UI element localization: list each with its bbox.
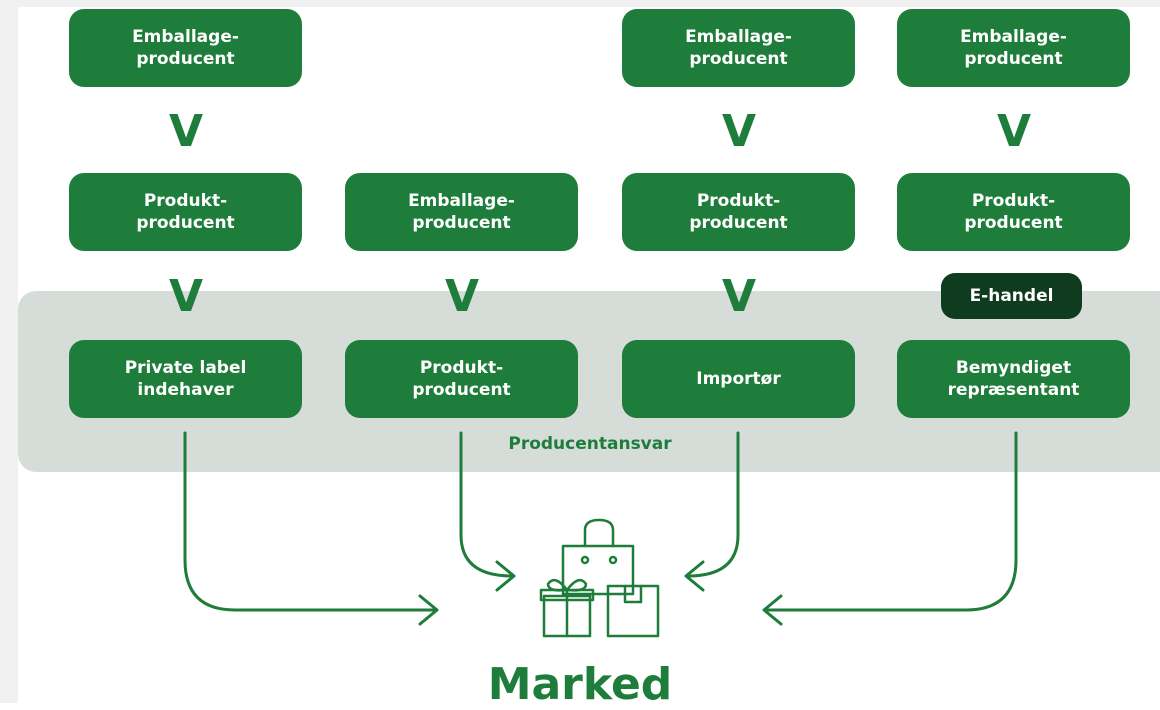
middle-box-col4: Produkt- producent	[897, 173, 1130, 251]
top-box-col1: Emballage- producent	[69, 9, 302, 87]
shopping-bags-gift-icon	[539, 518, 660, 638]
bottom-box-col4: Bemyndiget repræsentant	[897, 340, 1130, 418]
left-edge	[0, 0, 18, 703]
connector-v-top-col1: V	[168, 106, 204, 157]
flow-arrow-col4	[764, 431, 1018, 612]
arrowhead-col3	[684, 560, 705, 592]
arrowhead-col2	[495, 560, 516, 592]
bottom-box-col1: Private label indehaver	[69, 340, 302, 418]
middle-box-col2: Emballage- producent	[345, 173, 578, 251]
flow-arrow-col1	[183, 431, 437, 612]
top-box-col3: Emballage- producent	[622, 9, 855, 87]
bottom-box-col3: Importør	[622, 340, 855, 418]
connector-v-mid-col2: V	[444, 271, 480, 322]
producer-responsibility-label: Producentansvar	[508, 434, 672, 454]
bottom-box-col2: Produkt- producent	[345, 340, 578, 418]
top-edge	[0, 0, 1160, 7]
connector-v-top-col4: V	[996, 106, 1032, 157]
connector-v-mid-col1: V	[168, 271, 204, 322]
arrowhead-col4	[762, 594, 783, 626]
top-box-col4: Emballage- producent	[897, 9, 1130, 87]
market-label: Marked	[487, 659, 673, 710]
middle-box-col1: Produkt- producent	[69, 173, 302, 251]
flow-arrow-col3	[686, 431, 740, 578]
connector-v-mid-col3: V	[721, 271, 757, 322]
arrowhead-col1	[418, 594, 439, 626]
ecommerce-badge: E-handel	[941, 273, 1082, 319]
flow-arrow-col2	[459, 431, 514, 578]
middle-box-col3: Produkt- producent	[622, 173, 855, 251]
connector-v-top-col3: V	[721, 106, 757, 157]
